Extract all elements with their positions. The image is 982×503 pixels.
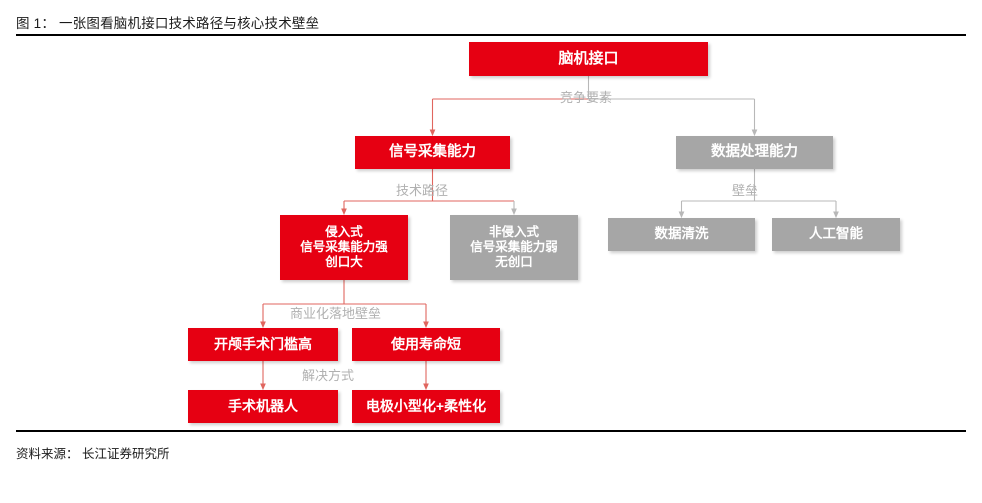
node-electrode-miniaturization[interactable]: 电极小型化+柔性化 xyxy=(352,390,500,423)
figure-source: 资料来源： 长江证券研究所 xyxy=(16,447,170,461)
node-non-invasive[interactable]: 非侵入式 信号采集能力弱 无创口 xyxy=(450,215,578,280)
footer-divider xyxy=(16,430,966,432)
edge-label-competitive-factors: 竞争要素 xyxy=(560,90,613,105)
edge-label-technology-path: 技术路径 xyxy=(396,183,449,198)
node-artificial-intelligence[interactable]: 人工智能 xyxy=(772,218,900,251)
node-short-lifespan[interactable]: 使用寿命短 xyxy=(352,328,500,361)
edge-label-commercialization-barrier: 商业化落地壁垒 xyxy=(290,306,382,321)
edge-label-solution: 解决方式 xyxy=(302,368,355,383)
node-invasive[interactable]: 侵入式 信号采集能力强 创口大 xyxy=(280,215,408,280)
node-craniotomy-barrier[interactable]: 开颅手术门槛高 xyxy=(188,328,338,361)
node-surgical-robot[interactable]: 手术机器人 xyxy=(188,390,338,423)
node-data-processing[interactable]: 数据处理能力 xyxy=(676,136,833,169)
edge-label-barrier: 壁垒 xyxy=(732,183,759,198)
header-divider xyxy=(16,34,966,36)
connector-lines xyxy=(260,76,839,391)
page-title: 图 1： 一张图看脑机接口技术路径与核心技术壁垒 xyxy=(16,16,320,31)
node-data-cleaning[interactable]: 数据清洗 xyxy=(608,218,755,251)
flowchart-diagram: 脑机接口 信号采集能力 数据处理能力 侵入式 信号采集能力强 创口大 非侵入式 … xyxy=(0,36,982,430)
node-signal-acquisition[interactable]: 信号采集能力 xyxy=(355,136,510,169)
node-brain-computer-interface[interactable]: 脑机接口 xyxy=(469,42,708,76)
